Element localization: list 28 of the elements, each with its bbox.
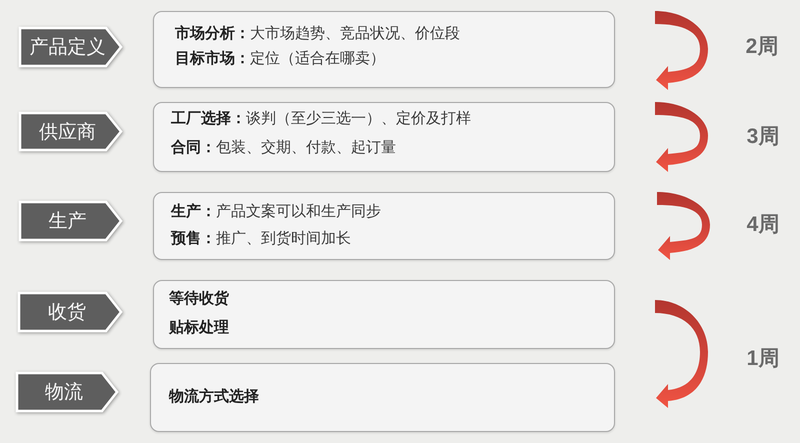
step-tag [18,111,123,152]
content-line: 等待收货 [169,288,229,308]
content-line: 物流方式选择 [169,386,259,406]
duration-label: 4周 [746,212,780,238]
content-box [153,102,615,172]
duration-label: 3周 [746,124,780,150]
content-box [150,363,615,432]
content-line: 目标市场：定位（适合在哪卖） [175,48,385,68]
step-tag [17,291,123,333]
content-line: 生产：产品文案可以和生产同步 [171,201,381,221]
step-label: 物流 [45,380,83,404]
content-box [153,280,615,349]
duration-label: 1周 [746,346,780,372]
content-box [153,11,615,88]
step-tag [15,371,119,413]
duration-label: 2周 [746,34,778,60]
step-label: 生产 [48,209,86,233]
content-line: 预售：推广、到货时间加长 [171,228,351,248]
content-line: 贴标处理 [169,317,229,337]
step-tag [18,200,123,242]
content-line: 工厂选择：谈判（至少三选一）、定价及打样 [171,108,471,128]
content-line: 市场分析：大市场趋势、竞品状况、价位段 [175,23,460,43]
step-label: 产品定义 [30,35,106,59]
step-label: 供应商 [39,120,96,144]
step-tag [18,26,123,68]
content-line: 合同：包装、交期、付款、起订量 [171,137,396,157]
step-label: 收货 [48,300,86,324]
content-box [153,192,615,260]
